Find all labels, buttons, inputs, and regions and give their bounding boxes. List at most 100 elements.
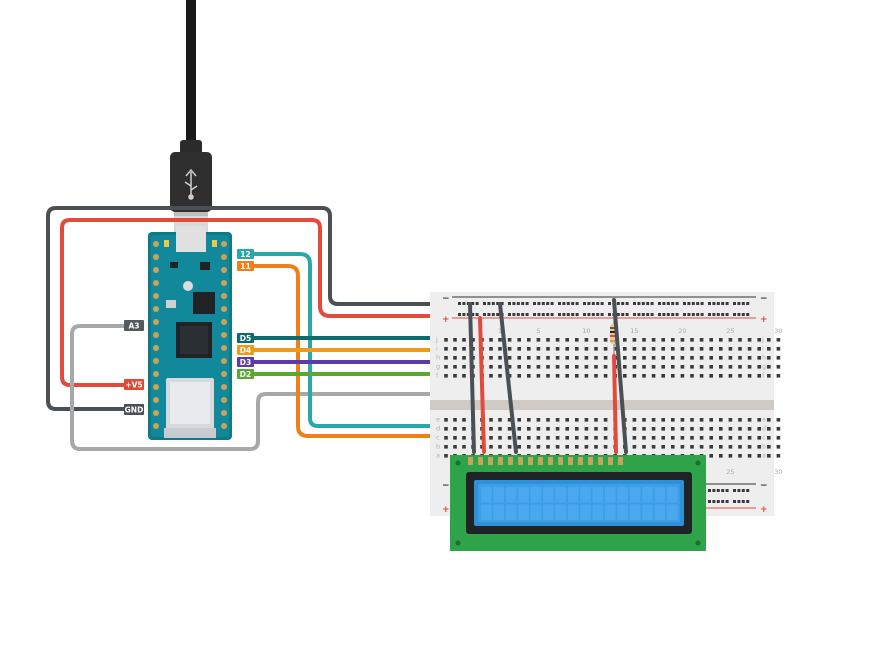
terminal-hole	[728, 454, 733, 458]
terminal-hole	[747, 356, 752, 360]
terminal-hole	[565, 374, 569, 378]
terminal-hole	[444, 365, 448, 369]
terminal-hole	[507, 436, 512, 440]
row-letter: b	[762, 443, 766, 451]
terminal-hole	[651, 338, 656, 342]
terminal-hole	[738, 427, 742, 431]
rail-hole	[496, 313, 500, 316]
terminal-hole	[738, 454, 742, 458]
terminal-hole	[767, 445, 771, 449]
terminal-hole	[555, 347, 560, 351]
lcd-cell	[555, 487, 566, 503]
rail-hole	[741, 489, 745, 492]
rail-hole	[712, 489, 716, 492]
rail-hole	[575, 313, 579, 316]
terminal-hole	[661, 338, 665, 342]
terminal-hole	[699, 356, 704, 360]
rail-hole	[658, 313, 661, 316]
jumper-gnd-2	[498, 302, 518, 454]
terminal-hole	[498, 436, 502, 440]
terminal-hole	[776, 374, 781, 378]
terminal-hole	[661, 374, 665, 378]
row-letter: a	[762, 452, 766, 460]
column-number: 20	[678, 327, 686, 335]
terminal-hole	[498, 338, 502, 342]
terminal-hole	[527, 356, 531, 360]
terminal-hole	[546, 338, 550, 342]
terminal-hole	[699, 445, 704, 449]
rail-hole	[596, 302, 600, 305]
rail-hole	[741, 500, 745, 503]
terminal-hole	[584, 445, 589, 449]
terminal-hole	[603, 436, 608, 440]
rail-hole	[471, 313, 475, 316]
rail-hole	[491, 302, 495, 305]
terminal-hole	[536, 436, 541, 440]
terminal-hole	[776, 454, 781, 458]
lcd-cell	[667, 504, 678, 520]
rail-hole	[566, 313, 570, 316]
terminal-hole	[489, 338, 493, 342]
terminal-hole	[776, 365, 781, 369]
terminal-hole	[757, 347, 761, 351]
terminal-hole	[565, 338, 569, 342]
lcd-pin	[608, 457, 613, 465]
terminal-hole	[489, 356, 493, 360]
terminal-hole	[594, 418, 598, 422]
terminal-hole	[489, 374, 493, 378]
terminal-hole	[747, 427, 752, 431]
terminal-hole	[453, 365, 457, 369]
terminal-hole	[651, 374, 656, 378]
rail-hole	[583, 302, 586, 305]
rail-hole	[746, 302, 750, 305]
rail-hole	[541, 302, 545, 305]
terminal-hole	[623, 356, 627, 360]
terminal-hole	[757, 365, 761, 369]
rail-hole	[712, 500, 716, 503]
rail-hole	[637, 302, 641, 305]
terminal-hole	[489, 445, 493, 449]
lcd-pin	[548, 457, 553, 465]
lcd-pin	[568, 457, 573, 465]
pin-label-d3-text: D3	[240, 358, 251, 367]
rail-hole	[716, 489, 720, 492]
terminal-hole	[661, 347, 665, 351]
row-letter: i	[436, 345, 438, 353]
terminal-hole	[632, 347, 637, 351]
column-number: 1	[498, 327, 502, 335]
terminal-hole	[699, 374, 704, 378]
terminal-hole	[757, 436, 761, 440]
terminal-hole	[738, 347, 742, 351]
terminal-hole	[575, 356, 579, 360]
rail-hole	[658, 302, 661, 305]
terminal-hole	[776, 418, 781, 422]
terminal-hole	[489, 436, 493, 440]
terminal-hole	[453, 347, 457, 351]
terminal-hole	[690, 374, 694, 378]
terminal-hole	[709, 427, 713, 431]
rail-hole	[508, 302, 511, 305]
terminal-hole	[767, 454, 771, 458]
terminal-hole	[555, 338, 560, 342]
terminal-hole	[776, 436, 781, 440]
terminal-hole	[603, 445, 608, 449]
column-number: 25	[726, 468, 734, 476]
terminal-hole	[671, 418, 675, 422]
terminal-hole	[776, 445, 781, 449]
terminal-hole	[680, 445, 685, 449]
rail-hole	[608, 313, 611, 316]
terminal-hole	[546, 427, 550, 431]
jumper-5v-2	[612, 354, 618, 454]
terminal-hole	[444, 338, 448, 342]
lcd-pin	[468, 457, 473, 465]
lcd-cell	[493, 504, 504, 520]
terminal-hole	[594, 347, 598, 351]
terminal-hole	[489, 347, 493, 351]
rail-plus-top-left: +	[442, 315, 450, 325]
breadboard-jumpers	[468, 298, 628, 454]
terminal-hole	[527, 427, 531, 431]
terminal-hole	[671, 365, 675, 369]
rail-hole	[521, 302, 525, 305]
row-letter: c	[762, 434, 766, 442]
terminal-hole	[565, 445, 569, 449]
